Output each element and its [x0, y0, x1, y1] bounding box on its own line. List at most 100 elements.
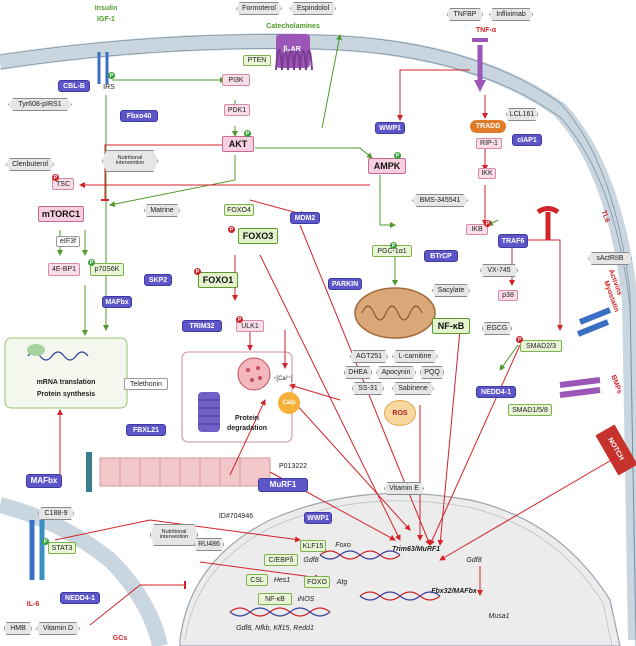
- tnfa-label: TNF-α: [475, 27, 497, 34]
- id704946-label: ID#704946: [218, 513, 254, 520]
- notch-receptor: [595, 424, 636, 476]
- phospho-smad23: P: [516, 336, 523, 343]
- tlr-receptor: [536, 206, 560, 240]
- murf1-node: MuRF1: [258, 478, 308, 492]
- mrna-translation-line2: Protein synthesis: [36, 391, 96, 398]
- sactriib-drug: sActRIIB: [588, 252, 632, 265]
- nedd4-left-node: NEDD4-1: [60, 592, 100, 604]
- gene-fbx32: Fbx32/MAFbx: [431, 587, 477, 595]
- phospho-tsc: P: [52, 174, 59, 181]
- protein-degradation-line1: Protein: [234, 414, 260, 422]
- akt-node: AKT: [222, 136, 254, 152]
- infliximab-drug: Infliximab: [489, 8, 533, 21]
- gene-gdf8-a: Gdf8: [303, 557, 319, 564]
- espindolol-drug: Espindolol: [290, 2, 336, 15]
- calcium-label: ↑[Ca²⁺]: [273, 376, 293, 382]
- mafbx-node: MAFbx: [26, 474, 62, 488]
- phospho-foxo3: P: [228, 226, 235, 233]
- ikb-node: IKB: [466, 224, 488, 235]
- clenbuterol-drug: Clenbuterol: [6, 158, 54, 171]
- il6-label: IL-6: [26, 601, 40, 608]
- igf1-label: IGF-1: [97, 16, 115, 23]
- gene-gdf8-b: Gdf8: [466, 557, 482, 564]
- catecholamines-label: Catecholamines: [266, 23, 320, 30]
- csl-node: CSL: [246, 574, 268, 586]
- mtorc1-node: mTORC1: [38, 206, 84, 222]
- phospho-ikb: P: [484, 220, 491, 227]
- phospho-pgc1a: P: [390, 242, 397, 249]
- mrna-panel: [4, 337, 128, 409]
- activin-receptor: [576, 307, 612, 337]
- pi3k-node: PI3K: [222, 74, 250, 86]
- ru486-drug: RU486: [194, 538, 224, 551]
- gcs-label: GCs: [112, 635, 128, 642]
- stat3-node: STAT3: [48, 542, 76, 554]
- wwp1-top-node: WWP1: [375, 122, 405, 134]
- ciap1-node: cIAP1: [512, 134, 542, 146]
- egcg-drug: EGCG: [482, 322, 512, 335]
- rip1-node: RIP-1: [476, 138, 502, 149]
- fbxl21-node: FBXL21: [126, 424, 166, 436]
- myofibril: [86, 452, 271, 492]
- apocynin-drug: Apocynin: [376, 366, 416, 379]
- protein-degradation-line2: degradation: [226, 424, 268, 432]
- gene-hes1: Hes1: [273, 577, 291, 584]
- degradation-panel: [181, 351, 293, 443]
- tsc-node: TSC: [52, 178, 74, 190]
- phospho-stat3: P: [42, 538, 49, 545]
- klf15-node: KLF15: [300, 540, 326, 552]
- insulin-label: Insulin: [94, 5, 118, 12]
- irs-label: IRS: [103, 83, 115, 91]
- ikk-node: IKK: [478, 168, 496, 179]
- tradd-node: TRADD: [470, 120, 506, 133]
- pten-node: PTEN: [243, 55, 271, 66]
- tnf-receptor: [472, 38, 488, 92]
- gene-atg: Atg: [336, 579, 348, 586]
- phospho-foxo1: P: [194, 268, 201, 275]
- tnfbp-drug: TNFBP: [447, 8, 483, 21]
- wwp1-bottom-node: WWP1: [304, 512, 332, 524]
- foxo-box-node: FOXO: [304, 576, 330, 588]
- smad158-node: SMAD1/5/8: [508, 404, 552, 416]
- formoterol-drug: Formoterol: [236, 2, 282, 15]
- dna-helices: [229, 550, 441, 617]
- phospho-ulk1: P: [236, 316, 243, 323]
- sabinene-drug: Sabinene: [392, 382, 434, 395]
- matrine-drug: Matrine: [144, 204, 180, 217]
- phospho-ampk: P: [394, 152, 401, 159]
- nfkb-box-node: NF-κB: [258, 593, 292, 605]
- insulin-receptor: [97, 52, 109, 84]
- vx745-drug: VX-745: [480, 264, 518, 277]
- cell-membrane: [0, 33, 636, 646]
- phospho-p70s6k: P: [88, 259, 95, 266]
- trim32-node: TRIM32: [182, 320, 222, 332]
- b2ar-receptor: [275, 34, 313, 71]
- p70s6k-node: p70S6K: [90, 263, 124, 276]
- dhea-drug: DHEA: [344, 366, 372, 379]
- eif3f-node: eIF3f: [56, 236, 80, 247]
- pdk1-node: PDK1: [224, 104, 250, 116]
- hmb-drug: HMB: [4, 622, 32, 635]
- nfkb-node: NF-κB: [432, 318, 470, 334]
- nutritional-intervention-top: Nutritional intervention: [102, 150, 158, 172]
- pqq-drug: PQQ: [420, 366, 444, 379]
- skp2-node: SKP2: [144, 274, 172, 286]
- mitochondrion: [354, 287, 436, 339]
- vitamine-drug: Vitamin E: [384, 482, 424, 495]
- ros-node: ROS: [384, 400, 416, 426]
- calpain-node: Calp: [278, 392, 300, 414]
- ampk-node: AMPK: [368, 158, 406, 174]
- il6-receptor: [29, 520, 45, 580]
- traf6-node: TRAF6: [498, 234, 528, 248]
- btrcp-node: BTrCP: [424, 250, 458, 262]
- mrna-translation-line1: mRNA translation: [36, 379, 96, 386]
- ulk1-node: ULK1: [236, 320, 264, 332]
- fbxo40-node: Fbxo40: [120, 110, 158, 122]
- mafbx-small-node: MAFbx: [102, 296, 132, 308]
- gene-foxo: Foxo: [335, 542, 351, 549]
- 4ebp1-node: 4E-BP1: [48, 263, 80, 276]
- foxo3-node: FOXO3: [238, 228, 278, 244]
- gene-musa1: Musa1: [488, 613, 510, 620]
- telethonin-node: Telethonin: [124, 378, 168, 390]
